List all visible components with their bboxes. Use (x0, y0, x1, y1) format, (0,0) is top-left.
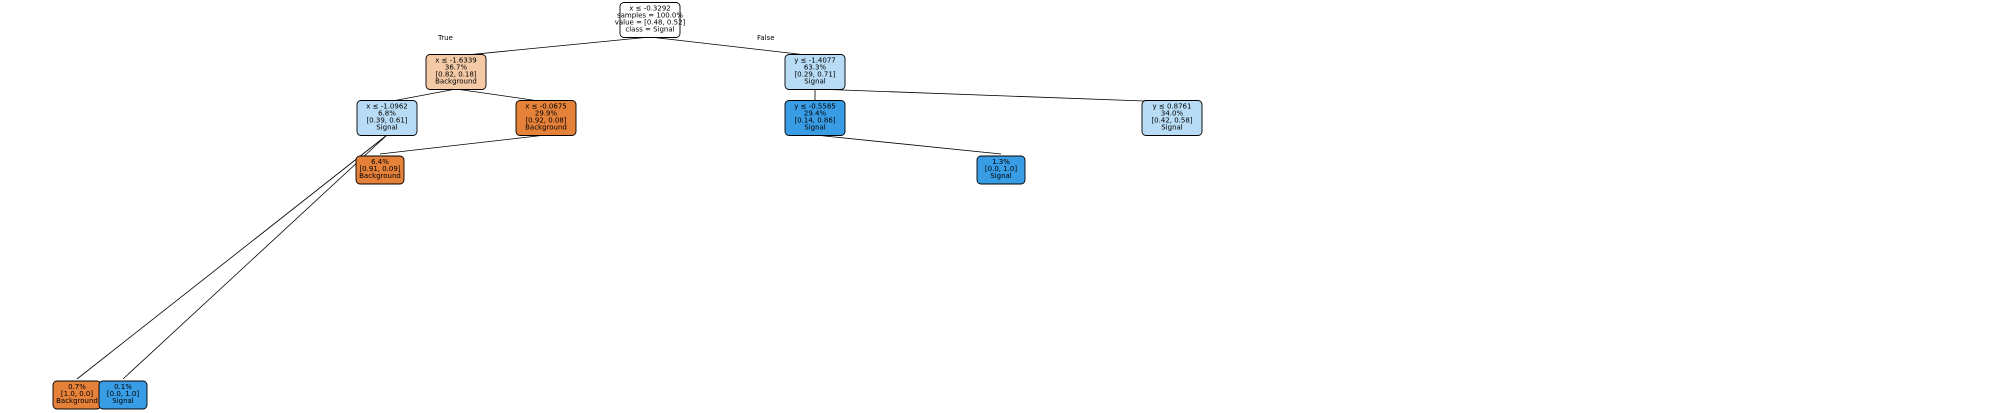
node-text-line: 36.7% (445, 64, 468, 72)
node-text-line: Signal (804, 78, 826, 86)
node-text-line: [1.0, 0.0] (61, 390, 93, 398)
node-box (98, 380, 148, 410)
node-text-line: 6.4% (371, 158, 389, 166)
node-text-line: [0.91, 0.09] (359, 165, 400, 173)
node-box (425, 54, 487, 90)
tree-edge-5 (814, 88, 1173, 103)
node-box (355, 155, 405, 185)
node-text-line: 29.9% (535, 110, 558, 118)
node-text-line: 6.8% (378, 110, 396, 118)
node-box (784, 54, 846, 90)
node-text-line: Signal (804, 124, 826, 132)
node-text-line: y ≤ -1.4077 (794, 57, 835, 65)
node-box (356, 100, 418, 136)
node-text-line: y ≤ -0.5585 (794, 103, 835, 111)
tree-edge-6 (76, 134, 388, 380)
tree-edge-7 (122, 134, 388, 380)
node-text-line: [0.42, 0.58] (1151, 117, 1192, 125)
node-text-line: 1.3% (992, 158, 1010, 166)
node-text-line: Signal (112, 397, 134, 405)
node-text-line: [0.14, 0.86] (794, 117, 835, 125)
node-text-line: [0.92, 0.08] (525, 117, 566, 125)
tree-edge-8 (379, 134, 547, 155)
node-text-line: [0.0, 1.0] (985, 165, 1017, 173)
node-text-line: x ≤ -1.0962 (366, 103, 407, 111)
node-text-line: value = [0.48, 0.52] (615, 19, 686, 27)
tree-edge-1 (649, 36, 816, 57)
node-text-line: Background (435, 78, 477, 86)
node-box (619, 2, 681, 38)
node-text-line: samples = 100.0% (617, 12, 683, 20)
node-text-line: x ≤ -0.0675 (525, 103, 566, 111)
node-text-line: y ≤ 0.8761 (1153, 103, 1192, 111)
node-text-line: 0.1% (114, 383, 132, 391)
node-text-line: 0.7% (68, 383, 86, 391)
node-text-line: [0.82, 0.18] (435, 71, 476, 79)
node-box (1141, 100, 1203, 136)
node-text-line: 34.0% (1161, 110, 1184, 118)
node-text-line: Signal (990, 172, 1012, 180)
tree-node-9: 6.4%[0.91, 0.09]Background (355, 155, 405, 185)
tree-edge-3 (455, 88, 547, 103)
tree-edges (76, 36, 1173, 380)
tree-edge-9 (814, 134, 1002, 155)
node-text-line: Signal (376, 124, 398, 132)
node-text-line: 29.4% (804, 110, 827, 118)
node-box (515, 100, 577, 136)
edge-label-true: True (437, 34, 453, 42)
edge-label-false: False (757, 34, 775, 42)
tree-node-8: 0.1%[0.0, 1.0]Signal (98, 380, 148, 410)
tree-edge-0 (455, 36, 651, 57)
node-text-line: Background (56, 397, 98, 405)
node-text-line: Background (525, 124, 567, 132)
node-text-line: 63.3% (804, 64, 827, 72)
node-text-line: [0.0, 1.0] (107, 390, 139, 398)
node-text-line: class = Signal (625, 26, 674, 34)
tree-node-10: 1.3%[0.0, 1.0]Signal (976, 155, 1026, 185)
node-box (784, 100, 846, 136)
node-text-line: x ≤ -0.3292 (629, 5, 670, 13)
node-text-line: Background (359, 172, 401, 180)
node-text-line: x ≤ -1.6339 (435, 57, 476, 65)
node-text-line: Signal (1161, 124, 1183, 132)
node-text-line: [0.29, 0.71] (794, 71, 835, 79)
tree-node-7: 0.7%[1.0, 0.0]Background (52, 380, 102, 410)
tree-edge-2 (386, 88, 457, 103)
node-text-line: [0.39, 0.61] (366, 117, 407, 125)
node-box (976, 155, 1026, 185)
